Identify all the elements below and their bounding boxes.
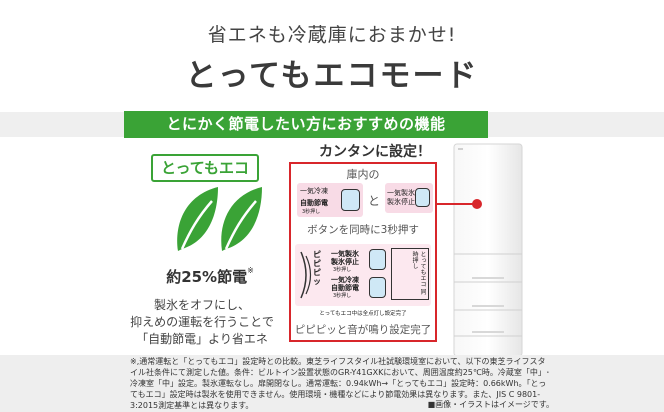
freeze-button[interactable] (341, 189, 360, 211)
header-subtitle: 省エネも冷蔵庫におまかせ! (207, 24, 457, 46)
panel-label: 3秒押し (333, 267, 352, 273)
feature-banner: とにかく節電したい方におすすめの機能 (124, 111, 488, 138)
setup-title: カンタンに設定！ (319, 144, 431, 160)
panel-label: 製氷停止 (331, 258, 359, 266)
image-note: ■画像・イラストはイメージです。 (427, 400, 554, 409)
footnote-band (0, 355, 664, 412)
instruction-text: ボタンを同時に3秒押す (307, 224, 419, 236)
desc-line: 「自動節電」より省エネ (136, 332, 268, 346)
beep-side-label: ピピピッ (313, 250, 321, 286)
footnote-text: ※,通常運転と「とってもエコ」設定時との比較。東芝ライフスタイル社試験環境室にお… (130, 357, 550, 410)
setup-instructions-box: 庫内の 一気冷凍 自動節電 3秒押し と 一気製氷 製氷停止 ボタンを同時に3秒… (289, 162, 437, 342)
panel-label: 3秒押し (302, 209, 321, 215)
eco-indicator-label: とってもエコ 同時押し (391, 248, 429, 300)
beep-sound-icon (300, 251, 312, 299)
eco-badge: とってもエコ (151, 154, 259, 182)
panel-label: 自動節電 (331, 284, 359, 292)
panel-label: 自動節電 (300, 199, 328, 207)
saving-rate: 約25%節電※ (150, 266, 270, 287)
inside-label: 庫内の (346, 168, 380, 181)
panel-label: 一気冷凍 (300, 187, 328, 195)
freeze-button[interactable] (369, 277, 386, 298)
desc-line: 抑えめの運転を行うことで (130, 315, 274, 329)
saving-text: 約25%節電 (166, 268, 248, 286)
desc-line: 製氷をオフにし、 (153, 298, 250, 312)
eco-description: 製氷をオフにし、 抑えめの運転を行うことで 「自動節電」より省エネ (120, 297, 284, 348)
header-title: とってもエコモード (185, 58, 479, 94)
setup-small-note: とってもエコ中は全点灯し設定完了 (319, 311, 407, 317)
callout-line (437, 203, 475, 205)
control-panel-a: 一気冷凍 自動節電 3秒押し (297, 183, 363, 217)
saving-note-mark: ※ (247, 266, 254, 275)
ice-button[interactable] (369, 249, 386, 270)
and-label: と (367, 194, 380, 208)
setup-complete-text: ピピピッと音が鳴り設定完了 (294, 324, 432, 336)
panel-label: 一気製氷 (387, 189, 415, 197)
panel-label: 3秒押し (333, 293, 352, 299)
control-panel-b: 一気製氷 製氷停止 (385, 183, 433, 213)
leaf-icon (177, 187, 262, 251)
control-panel-c: ピピピッ 一気製氷 製氷停止 3秒押し 一気冷凍 自動節電 3秒押し とってもエ… (295, 244, 431, 306)
panel-label: 一気製氷 (331, 250, 359, 258)
refrigerator-image (453, 143, 523, 357)
panel-label: 製氷停止 (387, 198, 415, 206)
ice-button[interactable] (415, 188, 430, 207)
panel-label: 一気冷凍 (331, 276, 359, 284)
callout-dot (472, 199, 482, 209)
